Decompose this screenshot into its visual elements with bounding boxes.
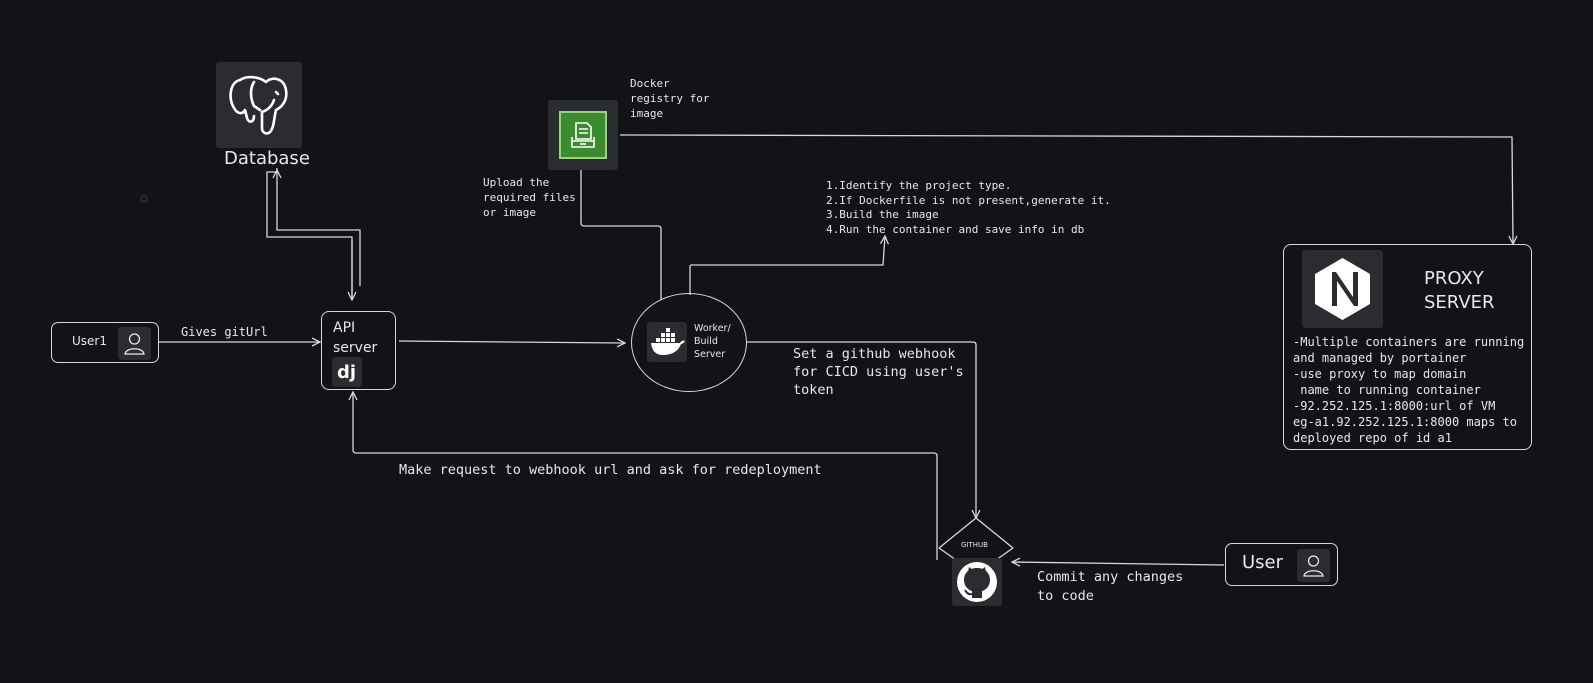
database-label: Database (224, 148, 310, 169)
user-icon (124, 333, 145, 355)
api-to-worker-arrow (398, 341, 625, 343)
django-icon: dj (332, 357, 362, 387)
worker-server-node[interactable]: Worker/ Build Server (631, 293, 747, 392)
proxy-note-line: -use proxy to map domain (1293, 367, 1467, 381)
api-server-node[interactable]: API server dj (321, 311, 396, 390)
stray-dot (140, 195, 148, 203)
build-step: 4.Run the container and save info in db (826, 222, 1085, 236)
registry-label: Docker registry for image (630, 77, 710, 120)
api-server-label: API server (333, 320, 378, 356)
docker-registry-icon (559, 111, 607, 159)
build-step: 3.Build the image (826, 208, 939, 221)
docker-whale-icon (647, 322, 687, 362)
nginx-icon (1302, 250, 1383, 328)
github-icon-tile (952, 558, 1002, 606)
database-icon-tile (216, 62, 302, 148)
proxy-note-line: name to running container (1293, 383, 1481, 397)
github-to-api-arrow (353, 392, 938, 560)
worker-to-github-arrow (747, 341, 976, 518)
user-to-github-arrow (1012, 562, 1225, 565)
proxy-note-line: eg-a1.92.252.125.1:8000 maps to (1293, 415, 1517, 429)
redeploy-note: Make request to webhook url and ask for … (399, 462, 822, 478)
registry-to-proxy-arrow (619, 134, 1513, 244)
github-octocat-icon (957, 562, 997, 602)
user-label: User (1242, 552, 1284, 573)
worker-to-registry-line (580, 170, 662, 300)
worker-label: Worker/ Build Server (694, 323, 731, 360)
proxy-note-line: -92.252.125.1:8000:url of VM (1293, 399, 1496, 413)
commit-note: Commit any changes to code (1037, 569, 1184, 604)
api-to-database-arrow (266, 170, 353, 298)
proxy-note-line: -Multiple containers are running (1293, 335, 1525, 349)
user-icon-tile (1297, 549, 1330, 582)
proxy-notes: -Multiple containers are running and man… (1293, 334, 1524, 446)
svg-text:dj: dj (337, 362, 356, 383)
upload-note: Upload the required files or image (483, 176, 576, 219)
build-steps: 1.Identify the project type. 2.If Docker… (826, 179, 1111, 237)
database-to-api-arrow (276, 168, 361, 286)
user1-node[interactable]: User1 (51, 322, 159, 363)
user1-label: User1 (72, 334, 107, 348)
user1-icon-tile (118, 327, 151, 360)
webhook-note: Set a github webhook for CICD using user… (793, 346, 964, 398)
user-icon (1303, 555, 1324, 577)
worker-to-steps-arrow (689, 236, 885, 295)
postgresql-elephant-icon (229, 75, 288, 135)
gives-giturl-label: Gives gitUrl (181, 325, 268, 339)
github-label[interactable]: GITHUB (961, 541, 988, 549)
registry-icon-tile (548, 100, 618, 170)
build-step: 2.If Dockerfile is not present,generate … (826, 193, 1111, 207)
proxy-server-node[interactable]: PROXY SERVER -Multiple containers are ru… (1283, 244, 1532, 450)
proxy-note-line: deployed repo of id a1 (1293, 431, 1452, 445)
build-step: 1.Identify the project type. (826, 179, 1012, 192)
proxy-note-line: and managed by portainer (1293, 351, 1467, 365)
user-node[interactable]: User (1225, 543, 1338, 586)
proxy-title: PROXY SERVER (1424, 268, 1495, 313)
